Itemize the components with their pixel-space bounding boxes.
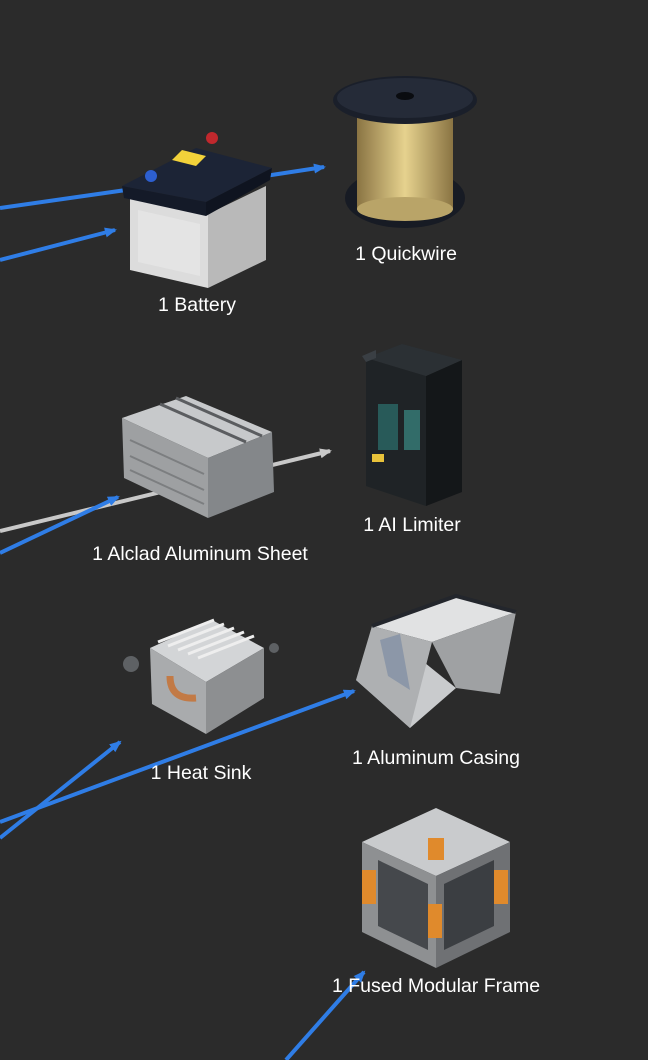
alclad-sheet-stack-icon (122, 396, 274, 518)
item-label-alclad-aluminum-sheet: 1 Alclad Aluminum Sheet (92, 543, 308, 565)
aluminum-casing-icon (356, 593, 517, 728)
ai-limiter-icon (362, 344, 462, 506)
fused-modular-frame-icon (362, 808, 510, 968)
labels: 1 Battery 1 Quickwire 1 Alclad Aluminum … (92, 243, 540, 997)
heat-sink-icon (123, 618, 279, 734)
item-label-heat-sink: 1 Heat Sink (151, 762, 252, 784)
item-label-battery: 1 Battery (158, 294, 236, 316)
arrow-into-alclad (0, 495, 120, 555)
item-label-fused-modular-frame: 1 Fused Modular Frame (332, 975, 540, 997)
arrow-to-fused-frame (284, 970, 366, 1060)
arrow-into-battery-upper (0, 188, 127, 210)
arrow-to-aluminum-casing (0, 689, 356, 824)
arrow-into-battery-lower (0, 227, 117, 262)
item-label-aluminum-casing: 1 Aluminum Casing (352, 747, 520, 769)
arrow-into-heat-sink (0, 740, 122, 840)
arrow-battery-to-quickwire (264, 163, 326, 178)
arrows (0, 163, 366, 1060)
quickwire-spool-icon (333, 76, 477, 228)
item-label-quickwire: 1 Quickwire (355, 243, 457, 265)
item-label-ai-limiter: 1 AI Limiter (363, 514, 461, 536)
battery-icon (122, 132, 272, 288)
